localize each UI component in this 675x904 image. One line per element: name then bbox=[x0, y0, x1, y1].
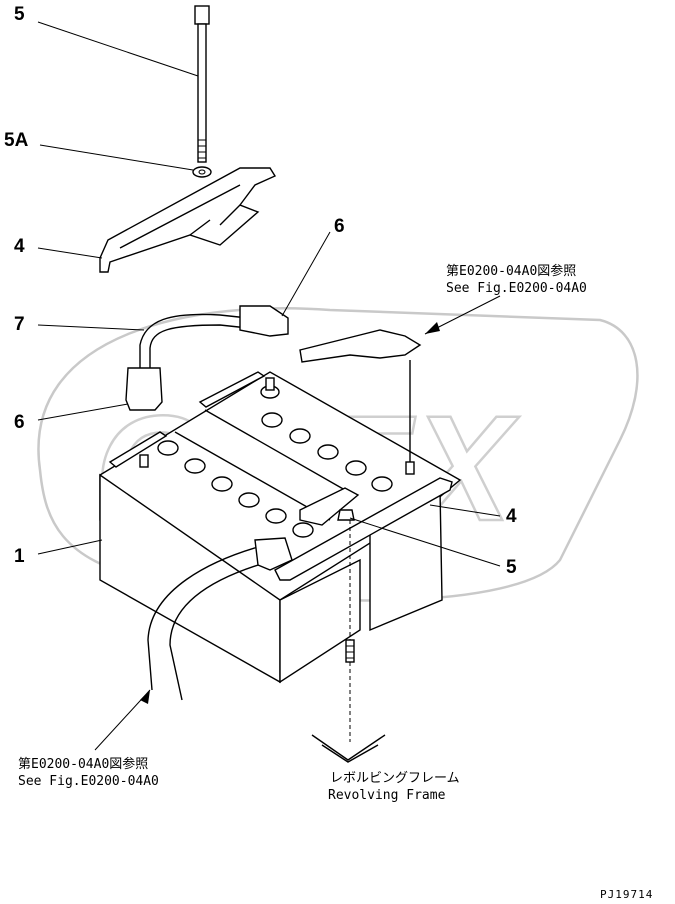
callout-5-top: 5 bbox=[14, 4, 25, 25]
callout-6-left: 6 bbox=[14, 412, 25, 433]
bolt-top[interactable] bbox=[194, 5, 210, 163]
callout-7: 7 bbox=[14, 314, 25, 335]
terminal-right bbox=[405, 461, 415, 475]
rail-left bbox=[108, 431, 168, 468]
washer-5a[interactable] bbox=[192, 166, 212, 178]
revolving-frame-shape bbox=[311, 734, 386, 763]
callout-4-top: 4 bbox=[14, 236, 25, 257]
bolt-top-thread bbox=[198, 139, 206, 159]
arrowhead-lower bbox=[140, 690, 150, 704]
bolt-top-shank bbox=[197, 23, 207, 163]
ref-upper-en: See Fig.E0200-04A0 bbox=[446, 281, 587, 296]
boot-6-top[interactable] bbox=[239, 305, 289, 337]
boot-6-left[interactable] bbox=[125, 367, 163, 411]
callout-5-right: 5 bbox=[506, 557, 517, 578]
bracket-lower-bar bbox=[274, 477, 453, 581]
ref-lower-jp: 第E0200-04A0図参照 bbox=[18, 756, 148, 772]
nut-lower[interactable] bbox=[337, 509, 355, 521]
bracket-top[interactable] bbox=[99, 167, 277, 273]
bolt-lower-thread bbox=[346, 645, 354, 659]
battery[interactable] bbox=[99, 371, 462, 684]
drawing-code: PJ19714 bbox=[600, 888, 653, 901]
bracket-top-body bbox=[99, 167, 277, 273]
callout-1: 1 bbox=[14, 546, 25, 567]
vent-caps bbox=[157, 385, 393, 538]
right-cable-body bbox=[299, 329, 422, 363]
ref-lower-en: See Fig.E0200-04A0 bbox=[18, 774, 159, 789]
terminal-left bbox=[139, 454, 149, 468]
right-cable[interactable] bbox=[299, 329, 422, 462]
frame-label-jp: レボルビングフレーム bbox=[330, 771, 460, 786]
washer-5a-hole bbox=[198, 169, 206, 175]
bracket-top-edges bbox=[119, 184, 241, 249]
callout-4-right: 4 bbox=[506, 506, 517, 527]
cable-7[interactable] bbox=[139, 313, 249, 375]
callout-5a: 5A bbox=[4, 130, 29, 151]
rail-right bbox=[198, 371, 266, 408]
battery-front-right bbox=[279, 558, 361, 684]
main-cable[interactable] bbox=[147, 537, 293, 701]
arrowhead-upper bbox=[425, 322, 440, 334]
frame-label-en: Revolving Frame bbox=[328, 788, 446, 803]
bolt-lower-shank[interactable] bbox=[345, 639, 355, 663]
main-cable-terminal bbox=[254, 537, 293, 571]
terminal-top bbox=[265, 377, 275, 391]
ref-upper-jp: 第E0200-04A0図参照 bbox=[446, 263, 576, 279]
bolt-top-head bbox=[194, 5, 210, 25]
battery-divider bbox=[174, 409, 346, 521]
callout-6-top: 6 bbox=[334, 216, 345, 237]
